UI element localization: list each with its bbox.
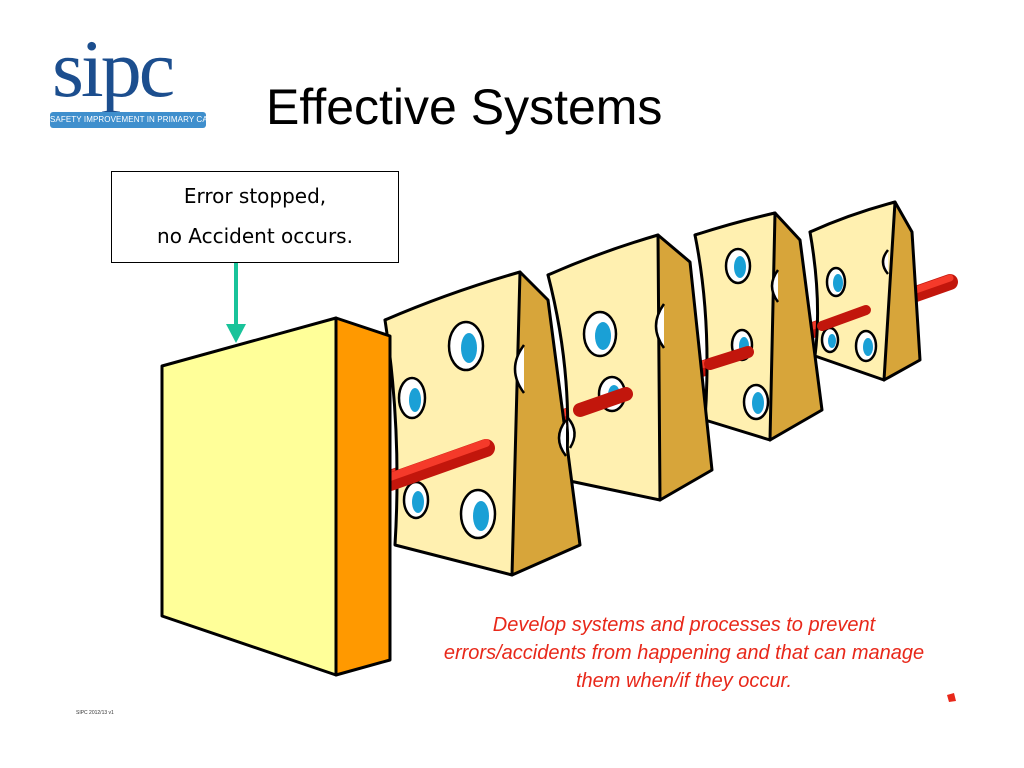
cheese-slice-4 [808, 200, 922, 382]
cheese-slice-2 [546, 233, 714, 502]
logo-wordmark: sipc [52, 23, 175, 114]
callout-line-2: no Accident occurs. [157, 224, 353, 248]
slide-caption: Develop systems and processes to prevent… [443, 614, 925, 692]
logo-tagline: SAFETY IMPROVEMENT IN PRIMARY CARE [50, 112, 206, 128]
error-rod-front-icon [381, 305, 871, 491]
cheese-slice-1 [383, 270, 582, 577]
footer-text: SIPC 2012/13 v1 [76, 710, 114, 716]
barrier-wall [160, 316, 392, 677]
red-corner-mark-icon [947, 693, 956, 702]
cheese-slice-3 [693, 211, 824, 442]
down-arrow-icon [226, 263, 246, 343]
callout-box: Error stopped, no Accident occurs. [111, 171, 399, 263]
callout-line-1: Error stopped, [183, 184, 327, 208]
slide-title: Effective Systems [266, 79, 663, 135]
sipc-logo: sipc SAFETY IMPROVEMENT IN PRIMARY CARE [48, 28, 210, 138]
